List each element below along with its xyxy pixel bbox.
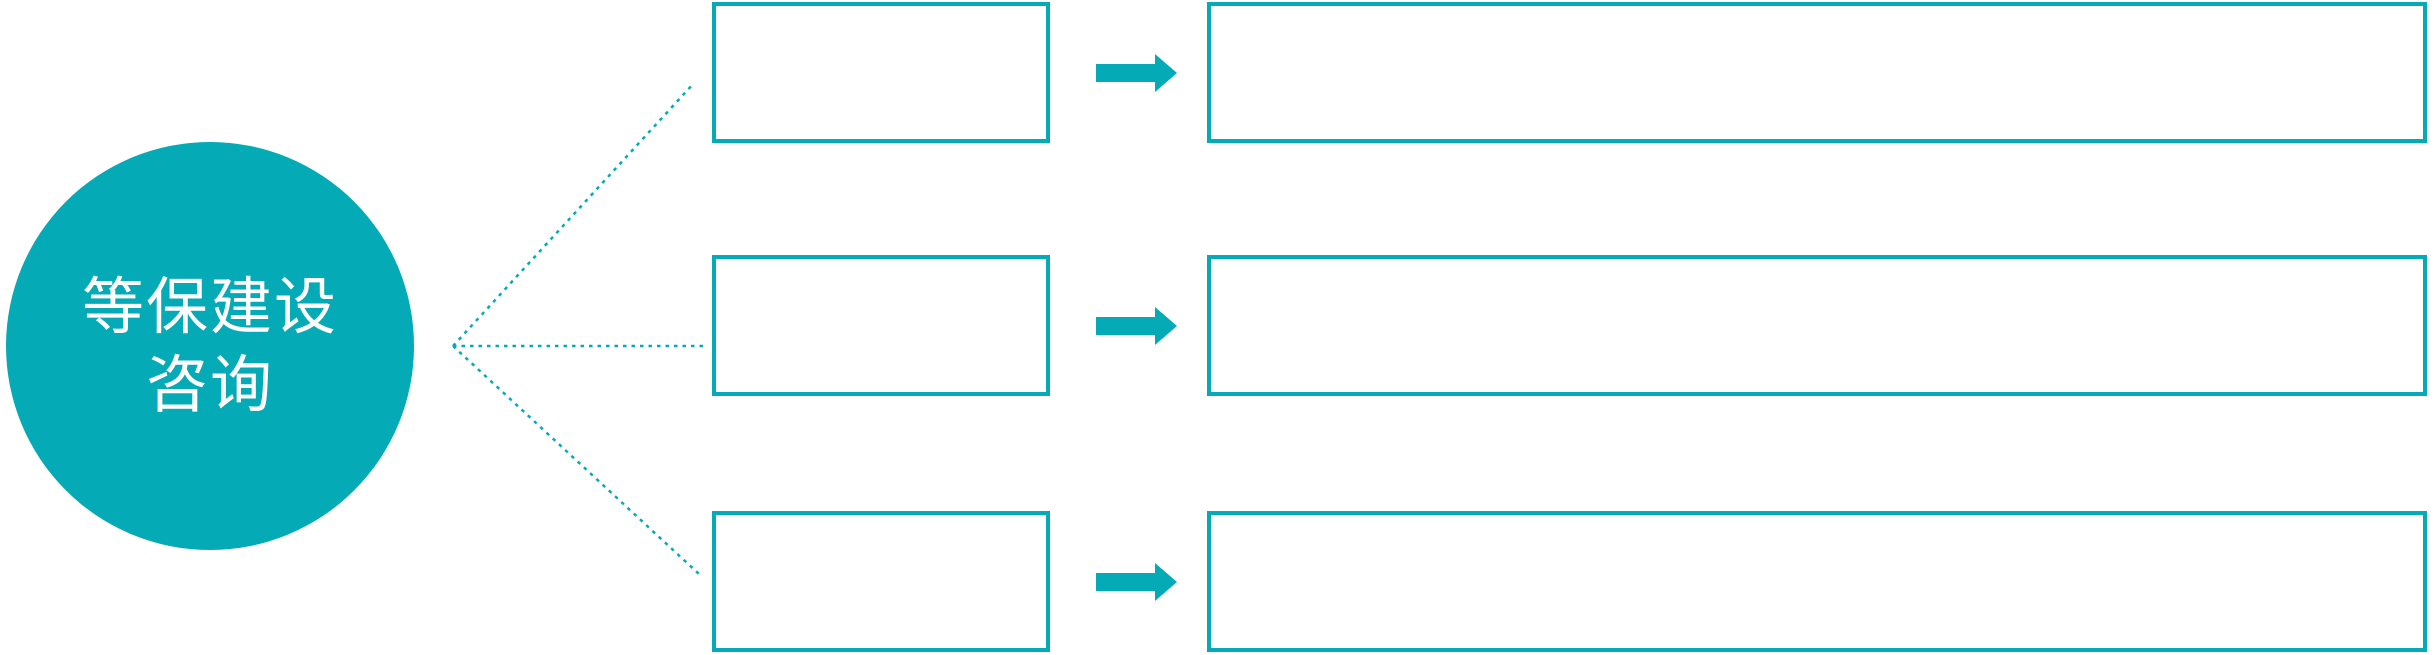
right-arrow-icon-middle [1096, 307, 1177, 345]
root-node-label-line2: 咨询 [145, 348, 274, 421]
step-box-bottom [712, 511, 1050, 652]
detail-box-middle [1207, 255, 2427, 396]
right-arrow-icon-bottom [1096, 563, 1177, 601]
step-box-top [712, 2, 1050, 143]
step-box-middle [712, 255, 1050, 396]
dotted-connector-bottom [452, 345, 700, 575]
root-node-label-line1: 等保建设 [81, 270, 338, 343]
dotted-connector-top [452, 82, 695, 347]
detail-box-top [1207, 2, 2427, 143]
root-node-circle: 等保建设 咨询 [6, 142, 414, 550]
detail-box-bottom [1207, 511, 2427, 652]
right-arrow-icon-top [1096, 54, 1177, 92]
